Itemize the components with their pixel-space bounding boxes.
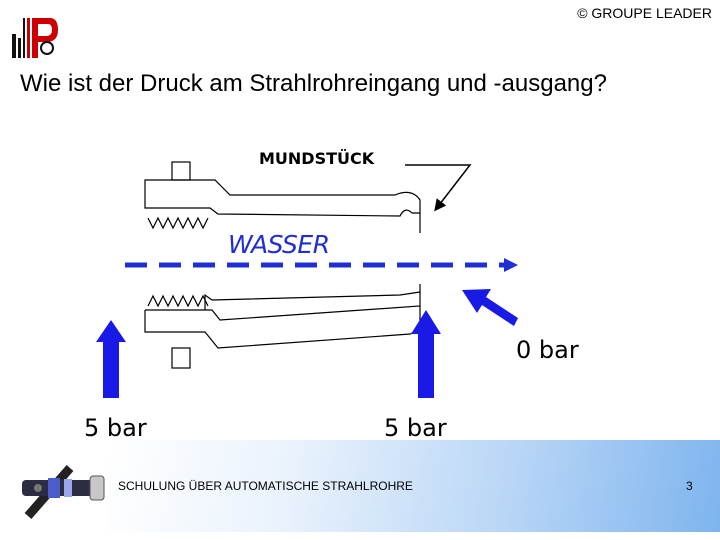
logo-icon xyxy=(12,18,58,58)
label-wasser: WASSER xyxy=(228,230,330,259)
nozzle-lower-body xyxy=(144,284,421,369)
spring-upper xyxy=(147,216,209,230)
pressure-outlet-label: 0 bar xyxy=(516,336,579,364)
pressure-inlet-label: 5 bar xyxy=(84,414,147,442)
outlet-pressure-arrow xyxy=(462,289,518,326)
pressure-middle-label: 5 bar xyxy=(384,414,447,442)
nozzle-photo-icon xyxy=(18,462,108,520)
slide-title: Wie ist der Druck am Strahlrohreingang u… xyxy=(20,70,607,97)
copyright: © GROUPE LEADER xyxy=(577,5,712,21)
footer-bar xyxy=(108,440,720,532)
footer-course-title: SCHULUNG ÜBER AUTOMATISCHE STRAHLROHRE xyxy=(118,479,413,493)
middle-pressure-arrow xyxy=(411,310,441,398)
mundstueck-pointer-arrow xyxy=(405,164,472,212)
water-flow-arrowhead xyxy=(504,258,518,272)
inlet-pressure-arrow xyxy=(96,320,126,398)
page-number: 3 xyxy=(686,479,693,493)
nozzle-upper-body xyxy=(144,161,421,233)
label-mundstueck: MUNDSTÜCK xyxy=(259,149,375,168)
spring-lower xyxy=(147,294,209,308)
